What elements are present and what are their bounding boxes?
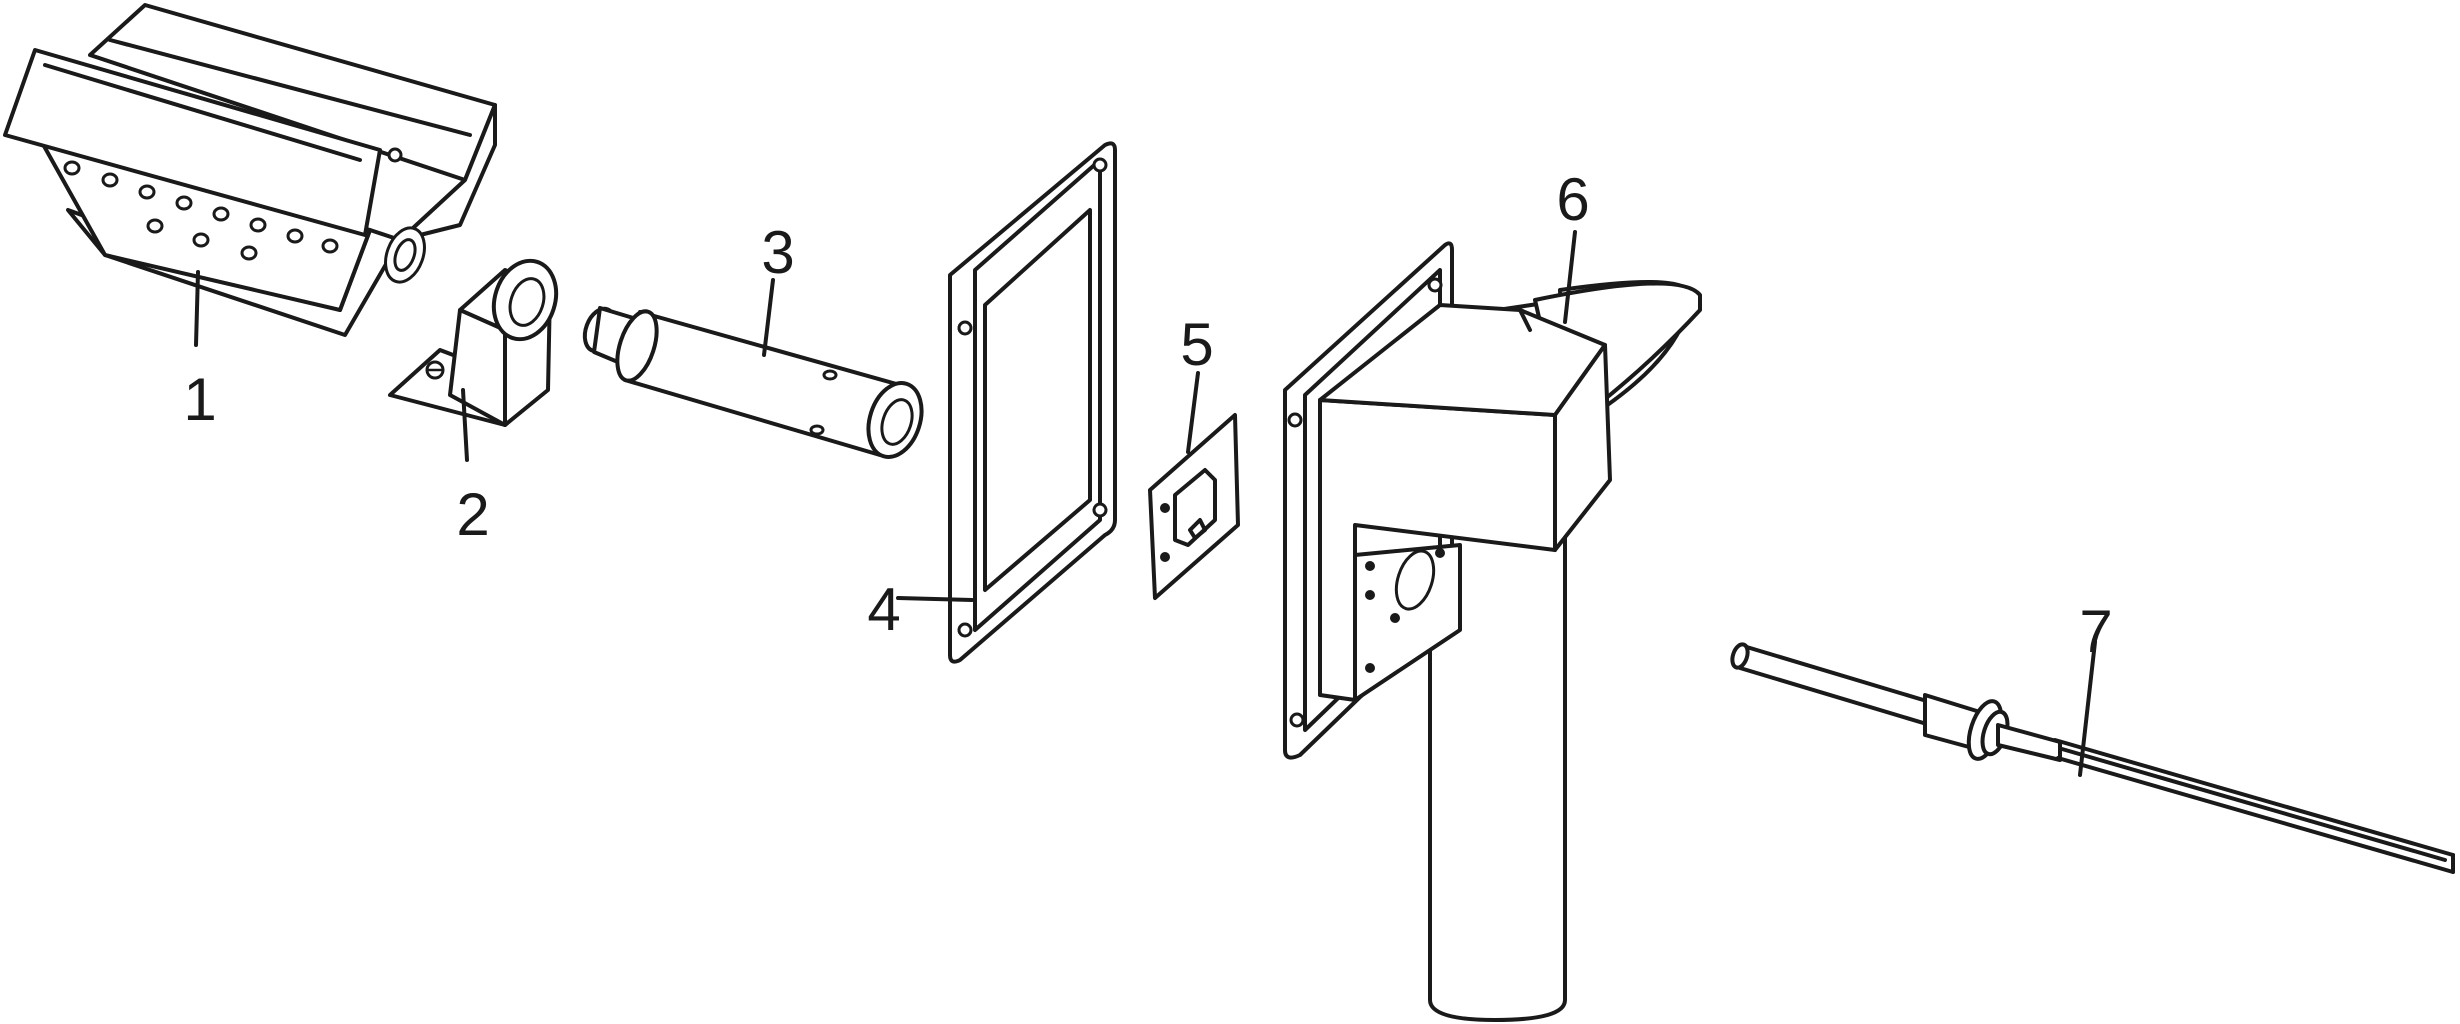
callout-6: 6 — [1556, 166, 1589, 233]
part-1-burner-tray — [3, 3, 497, 337]
callout-labels: 1 2 3 4 5 6 7 — [183, 166, 2112, 665]
callout-5: 5 — [1180, 311, 1213, 378]
part-2-bracket — [388, 258, 559, 427]
callout-1: 1 — [183, 366, 216, 433]
leader-1 — [194, 270, 200, 347]
callout-4: 4 — [867, 576, 900, 643]
part-3-tube — [582, 306, 924, 459]
leader-5 — [1186, 371, 1200, 454]
leader-3 — [762, 278, 775, 357]
leader-6 — [1563, 230, 1577, 324]
leader-4 — [896, 596, 974, 602]
callout-2: 2 — [456, 481, 489, 548]
part-6-housing — [1283, 241, 1702, 1022]
part-7-probe — [1730, 642, 2455, 874]
leader-7 — [2078, 640, 2097, 777]
part-4-gasket — [948, 141, 1117, 664]
leader-2 — [461, 388, 469, 462]
callout-7: 7 — [2079, 598, 2112, 665]
leader-lines — [194, 230, 2097, 777]
callout-3: 3 — [761, 219, 794, 286]
part-5-plate — [1148, 413, 1240, 600]
